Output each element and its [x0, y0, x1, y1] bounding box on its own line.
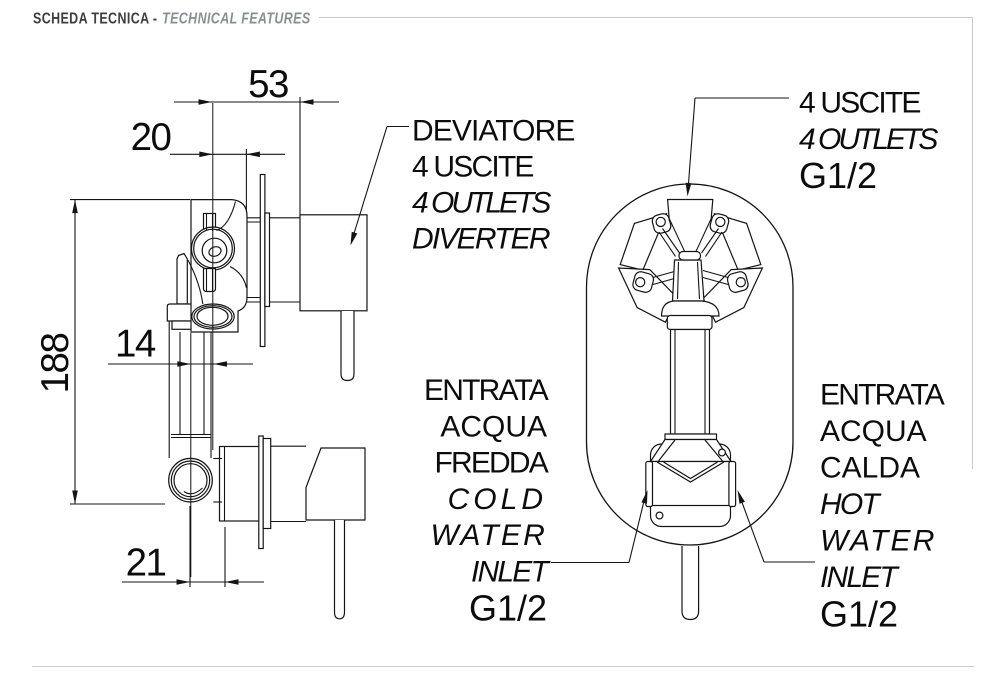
- svg-text:TECHNICAL FEATURES: TECHNICAL FEATURES: [162, 10, 311, 28]
- svg-text:4 USCITE: 4 USCITE: [799, 87, 920, 120]
- svg-text:G1/2: G1/2: [799, 155, 877, 196]
- svg-text:CALDA: CALDA: [820, 451, 920, 484]
- svg-text:21: 21: [126, 542, 166, 585]
- svg-text:WATER: WATER: [820, 524, 937, 557]
- svg-text:DIVERTER: DIVERTER: [412, 223, 550, 256]
- svg-text:ENTRATA: ENTRATA: [820, 378, 945, 411]
- svg-text:188: 188: [34, 334, 77, 394]
- svg-text:4 OUTLETS: 4 OUTLETS: [412, 187, 551, 220]
- svg-text:SCHEDA TECNICA -: SCHEDA TECNICA -: [33, 10, 157, 28]
- svg-text:FREDDA: FREDDA: [434, 447, 548, 480]
- svg-text:53: 53: [248, 63, 288, 106]
- svg-text:INLET: INLET: [820, 561, 900, 594]
- svg-text:4 OUTLETS: 4 OUTLETS: [799, 123, 938, 156]
- svg-text:20: 20: [131, 116, 171, 159]
- svg-text:14: 14: [115, 323, 156, 366]
- svg-text:ACQUA: ACQUA: [440, 410, 547, 443]
- svg-text:COLD: COLD: [448, 483, 547, 516]
- svg-text:DEVIATORE: DEVIATORE: [412, 115, 575, 148]
- svg-text:G1/2: G1/2: [820, 594, 898, 635]
- svg-text:HOT: HOT: [820, 488, 882, 521]
- svg-text:WATER: WATER: [430, 519, 547, 552]
- svg-text:INLET: INLET: [471, 556, 551, 589]
- svg-text:ACQUA: ACQUA: [820, 415, 927, 448]
- svg-text:G1/2: G1/2: [469, 588, 547, 629]
- svg-text:4 USCITE: 4 USCITE: [412, 151, 533, 184]
- svg-text:ENTRATA: ENTRATA: [424, 374, 549, 407]
